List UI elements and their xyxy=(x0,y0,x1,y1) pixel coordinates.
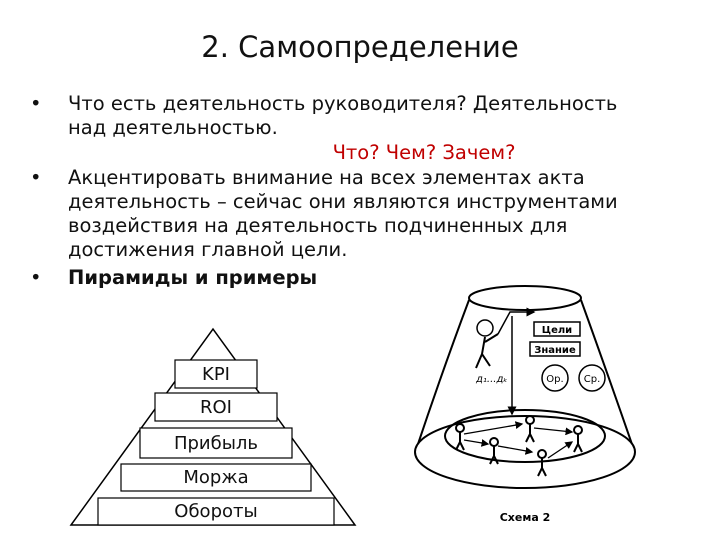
pyramid-level-turnover: Обороты xyxy=(174,501,258,522)
bullet-item-2: • Акцентировать внимание на всех элемент… xyxy=(30,166,690,262)
bullet-1-line-1: Что есть деятельность руководителя? Деят… xyxy=(68,92,618,115)
bullet-dot: • xyxy=(30,266,42,289)
knowledge-box xyxy=(529,341,581,357)
pyramid-level-roi: ROI xyxy=(200,397,232,418)
pyramid-outline xyxy=(69,327,357,526)
knowledge-label: Знание xyxy=(534,345,576,356)
pyramid-level-kpi: KPI xyxy=(202,364,230,385)
pyramid-box-turnover xyxy=(97,497,335,526)
bullet-dot: • xyxy=(30,92,42,115)
circle-sr-label: Ср. xyxy=(584,374,601,385)
slide-title: 2. Самоопределение xyxy=(201,30,519,64)
pyramid-box-roi xyxy=(154,392,278,422)
pyramid-box-kpi xyxy=(174,359,258,389)
bullet-1-line-2: над деятельностью. xyxy=(68,116,278,139)
leader-body-icon xyxy=(475,333,499,369)
pyramid-box-margin xyxy=(120,463,312,492)
inner-base-ellipse xyxy=(444,409,606,463)
bullet-item-3: • Пирамиды и примеры xyxy=(30,266,690,290)
bullet-item-1: • Что есть деятельность руководителя? Де… xyxy=(30,92,690,166)
bullet-dot: • xyxy=(30,166,42,189)
scheme-diagram: Цели Знание д₁...дₖ Ор. Ср. Схема 2 xyxy=(402,282,648,534)
subordinates-icon xyxy=(455,415,583,477)
bullet-2-line-4: достижения главной цели. xyxy=(68,238,348,261)
interaction-arrows xyxy=(463,421,574,459)
bullet-1-questions: Что? Чем? Зачем? xyxy=(332,141,516,164)
goals-box xyxy=(533,321,581,337)
cone-base-ellipse xyxy=(414,415,636,489)
cone-left-edge xyxy=(415,299,470,451)
cone-top-ellipse xyxy=(468,285,582,311)
pyramid-level-profit: Прибыль xyxy=(173,433,259,454)
goals-label: Цели xyxy=(542,325,572,336)
pyramid-box-profit xyxy=(139,427,293,459)
scheme-caption: Схема 2 xyxy=(500,511,551,524)
bullet-list: • Что есть деятельность руководителя? Де… xyxy=(30,92,690,290)
leader-head-icon xyxy=(476,319,494,337)
circle-or-label: Ор. xyxy=(546,374,563,385)
goal-arrow xyxy=(497,307,536,335)
circle-or xyxy=(541,364,569,392)
pyramid-svg xyxy=(69,327,357,526)
bullet-3-line-1: Пирамиды и примеры xyxy=(68,266,318,289)
pyramid-level-margin: Моржа xyxy=(183,467,249,488)
bullet-2-line-2: деятельность – сейчас они являются инстр… xyxy=(68,190,618,213)
scheme-svg: Цели Знание д₁...дₖ Ор. Ср. Схема 2 xyxy=(414,285,636,524)
formula-label: д₁...дₖ xyxy=(475,374,508,385)
bullet-2-line-1: Акцентировать внимание на всех элементах… xyxy=(68,166,585,189)
circle-sr xyxy=(578,364,606,392)
pyramid-diagram: KPI ROI Прибыль Моржа Обороты xyxy=(68,325,358,530)
bullet-2-line-3: воздействия на деятельность подчиненных … xyxy=(68,214,568,237)
cone-right-edge xyxy=(580,299,635,451)
